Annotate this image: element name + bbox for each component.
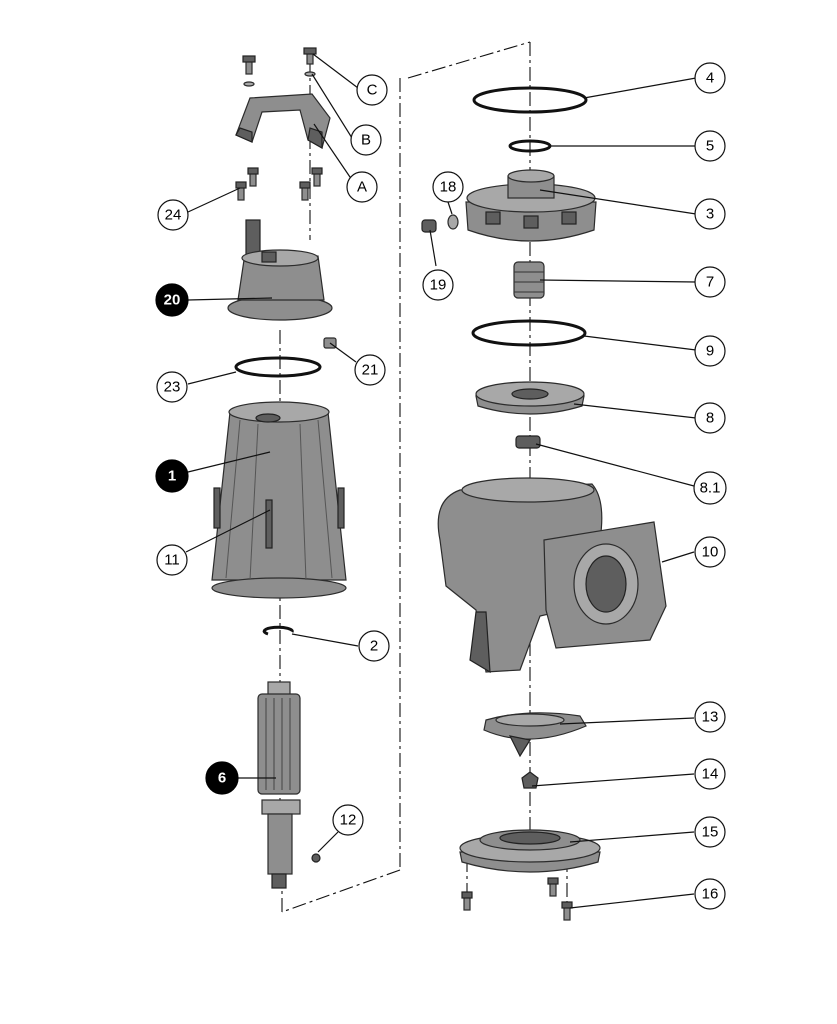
key-12 [311,853,321,863]
callout-9: 9 [694,335,726,367]
o-ring-4 [472,86,588,114]
callout-11-label: 11 [164,552,180,569]
callout-23-label: 23 [164,379,181,396]
screws-24 [235,167,323,201]
rotor-6 [257,681,301,889]
callout-3: 3 [694,198,726,230]
callout-1-label: 1 [168,468,176,485]
callout-3-label: 3 [706,206,714,223]
seal-plate-8 [475,381,585,415]
callout-12: 12 [332,804,364,836]
callout-14-label: 14 [702,766,719,783]
screws-16 [461,877,573,921]
motor-cover-20 [227,219,333,321]
callout-21: 21 [354,354,386,386]
bracket-a [235,93,331,150]
bearing-housing-3 [465,169,597,242]
callout-b: B [350,124,382,156]
callout-23: 23 [156,371,188,403]
callout-8-1: 8.1 [693,471,727,505]
callout-14: 14 [694,758,726,790]
leader-lines [185,53,697,909]
circlip-2 [262,625,294,636]
callout-6: 6 [205,761,239,795]
callout-16: 16 [694,878,726,910]
washer-18 [447,214,459,230]
callout-19-label: 19 [430,277,447,294]
callout-18: 18 [432,171,464,203]
suction-cover-15 [459,829,601,873]
callout-16-label: 16 [702,886,719,903]
o-ring-9 [471,319,587,347]
callout-13: 13 [694,701,726,733]
callout-8: 8 [694,402,726,434]
callout-2: 2 [358,630,390,662]
impeller-nut-14 [521,771,539,789]
mechanical-seal-7 [513,261,545,299]
callout-10-label: 10 [702,544,719,561]
callout-20-label: 20 [164,292,181,309]
callout-1: 1 [155,459,189,493]
callout-15-label: 15 [702,824,719,841]
callout-6-label: 6 [218,770,226,787]
callout-9-label: 9 [706,343,714,360]
callout-24-label: 24 [165,207,182,224]
pump-casing-10 [437,477,667,674]
screw-c [242,47,317,87]
callout-5-label: 5 [706,138,714,155]
callout-2-label: 2 [370,638,378,655]
callout-13-label: 13 [702,709,719,726]
callout-12-label: 12 [340,812,357,829]
plug-19 [421,219,437,233]
callout-10: 10 [694,536,726,568]
callout-8-label: 8 [706,410,714,427]
callout-4-label: 4 [706,70,714,87]
callout-19: 19 [422,269,454,301]
callout-20: 20 [155,283,189,317]
callout-c: C [356,74,388,106]
callout-4: 4 [694,62,726,94]
seal-ring-8-1 [515,435,541,449]
callout-15: 15 [694,816,726,848]
callout-8-1-label: 8.1 [700,480,721,497]
callout-a-label: A [357,179,367,196]
motor-housing-1 [211,401,347,599]
callout-5: 5 [694,130,726,162]
callout-21-label: 21 [362,362,379,379]
callout-24: 24 [157,199,189,231]
callout-c-label: C [367,82,378,99]
callout-11: 11 [156,544,188,576]
impeller-13 [483,712,587,758]
callout-a: A [346,171,378,203]
callout-18-label: 18 [440,179,457,196]
callout-b-label: B [361,132,371,149]
callout-7: 7 [694,266,726,298]
callout-7-label: 7 [706,274,714,291]
o-ring-23 [234,356,322,378]
